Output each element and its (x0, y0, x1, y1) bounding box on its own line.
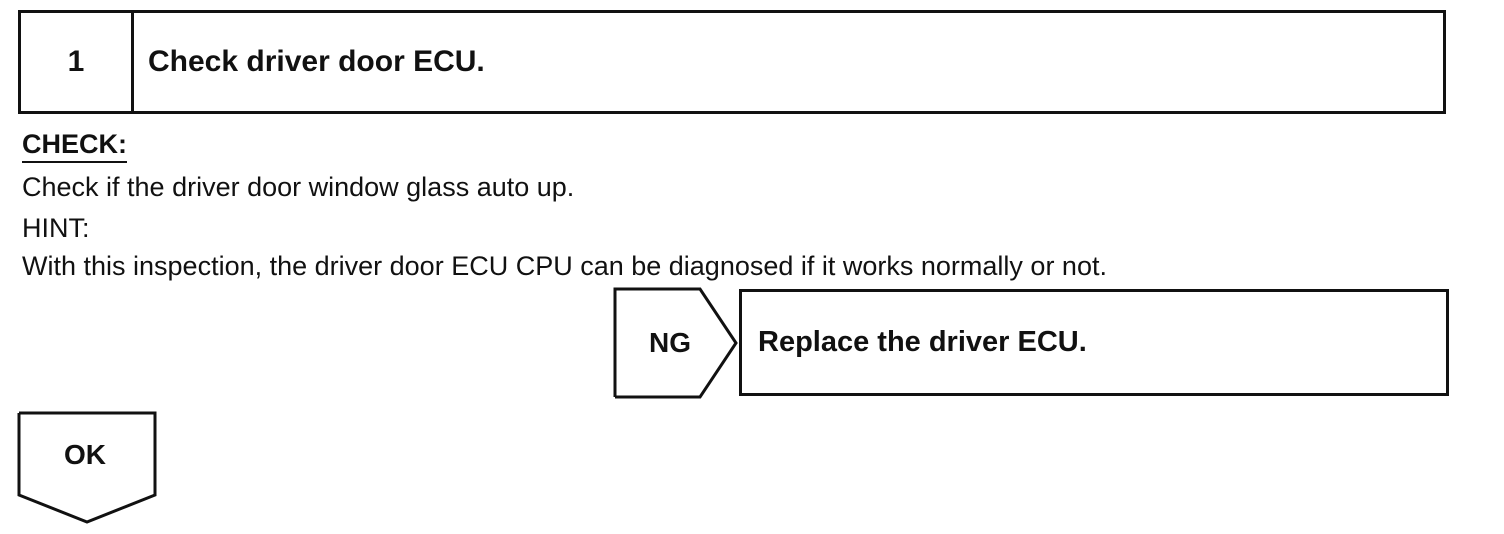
ng-action-box: Replace the driver ECU. (739, 289, 1449, 396)
step-header-box: 1 Check driver door ECU. (18, 10, 1446, 114)
step-number: 1 (21, 13, 134, 111)
ng-action-text: Replace the driver ECU. (758, 326, 1087, 358)
check-heading: CHECK: (22, 129, 127, 163)
ok-label: OK (64, 439, 106, 470)
ok-arrow-shape (17, 411, 157, 524)
hint-label: HINT: (22, 213, 90, 243)
step-title: Check driver door ECU. (148, 45, 485, 78)
ng-label: NG (649, 327, 691, 358)
hint-text: With this inspection, the driver door EC… (22, 251, 1107, 281)
ng-arrow-shape (613, 287, 738, 399)
check-instruction: Check if the driver door window glass au… (22, 172, 575, 202)
